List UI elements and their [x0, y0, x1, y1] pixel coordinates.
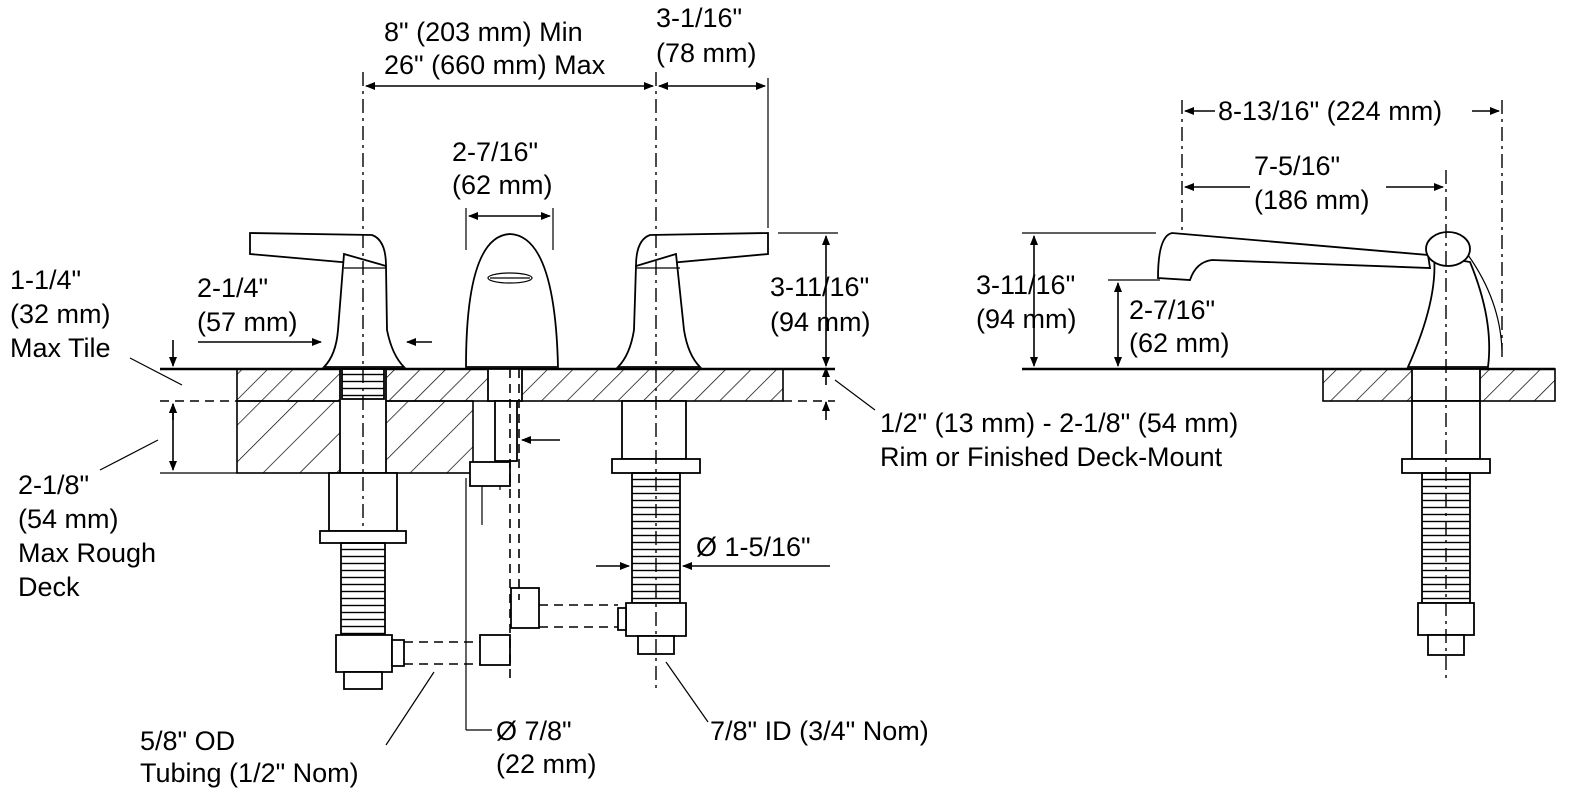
label-spout-width-in: 2-7/16" — [452, 137, 538, 167]
label-handle-base-in: 2-1/4" — [197, 273, 268, 303]
side-view — [1022, 100, 1556, 680]
label-handle-height-in: 3-11/16" — [770, 272, 869, 302]
label-side-reach-mm: (186 mm) — [1254, 185, 1370, 215]
label-center-min: 8" (203 mm) Min — [384, 17, 583, 47]
label-rough-in: 2-1/8" — [18, 470, 89, 500]
label-rough-mm: (54 mm) — [18, 504, 119, 534]
inlet-leader — [665, 661, 709, 723]
label-center-max: 26" (660 mm) Max — [384, 50, 606, 80]
supply-tubes — [404, 604, 618, 665]
label-side-height-mm: (94 mm) — [976, 304, 1077, 334]
label-tubing-2: Tubing (1/2" Nom) — [140, 758, 359, 788]
label-tubing-1: 5/8" OD — [140, 726, 235, 756]
spout — [465, 233, 559, 680]
label-handle-height-mm: (94 mm) — [770, 307, 871, 337]
left-handle — [249, 232, 407, 690]
tubing-leader — [385, 671, 435, 746]
label-spout-width-mm: (62 mm) — [452, 170, 553, 200]
front-view — [99, 72, 876, 746]
label-handle-base-mm: (57 mm) — [197, 307, 298, 337]
label-deck-range: 1/2" (13 mm) - 2-1/8" (54 mm) — [880, 408, 1238, 438]
label-rough-1: Max Rough — [18, 538, 156, 568]
label-inlet: 7/8" ID (3/4" Nom) — [710, 716, 929, 746]
label-right-offset-in: 3-1/16" — [656, 3, 742, 33]
label-side-reach-in: 7-5/16" — [1254, 151, 1340, 181]
label-side-reach-total: 8-13/16" (224 mm) — [1218, 96, 1442, 126]
label-side-spout-mm: (62 mm) — [1129, 328, 1230, 358]
labels: 8" (203 mm) Min 26" (660 mm) Max 3-1/16"… — [10, 3, 1442, 788]
label-tile: Max Tile — [10, 333, 111, 363]
label-tile-in: 1-1/4" — [10, 265, 81, 295]
label-rough-2: Deck — [18, 572, 80, 602]
label-hole-dia-mm: (22 mm) — [496, 749, 597, 779]
label-side-spout-in: 2-7/16" — [1129, 295, 1215, 325]
label-deck: Rim or Finished Deck-Mount — [880, 442, 1223, 472]
label-right-offset-mm: (78 mm) — [656, 38, 757, 68]
label-tile-mm: (32 mm) — [10, 299, 111, 329]
label-shank-dia: Ø 1-5/16" — [696, 532, 811, 562]
label-side-height-in: 3-11/16" — [976, 270, 1075, 300]
label-hole-dia-in: Ø 7/8" — [496, 716, 572, 746]
right-handle — [611, 232, 769, 655]
